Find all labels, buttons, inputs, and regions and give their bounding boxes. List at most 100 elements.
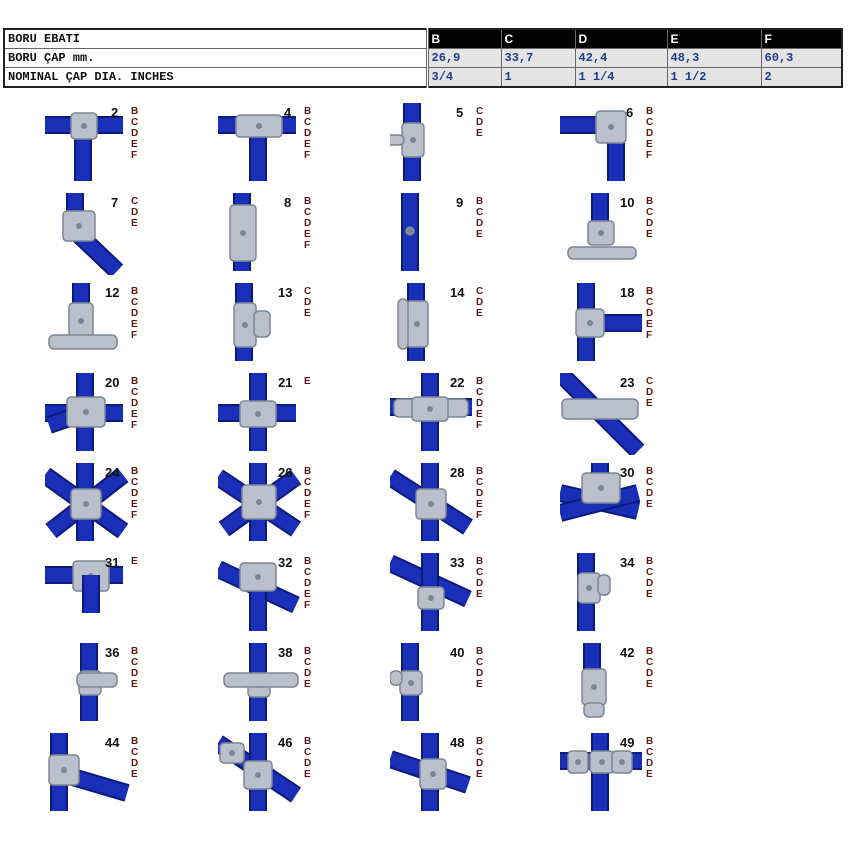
size-code: B <box>304 556 312 567</box>
diameter-mm-cell: 26,9 <box>426 48 502 68</box>
size-code: D <box>646 387 654 398</box>
size-code: E <box>476 589 483 600</box>
round-base-flange-icon <box>567 193 637 260</box>
size-code: F <box>131 330 138 341</box>
hinge-icon <box>581 643 607 718</box>
size-code: D <box>476 668 484 679</box>
size-code: B <box>131 646 139 657</box>
available-sizes: E <box>304 376 316 387</box>
four-way-cross-icon <box>218 463 302 541</box>
size-code: D <box>476 758 484 769</box>
swivel-tee-icon <box>218 733 301 811</box>
fitting-number: 31 <box>105 555 120 570</box>
available-sizes: E <box>131 556 143 567</box>
size-code: C <box>476 657 484 668</box>
size-code: F <box>304 240 311 251</box>
swivel-elbow-icon <box>48 733 130 811</box>
size-code: C <box>131 117 139 128</box>
side-bracket-icon <box>397 283 429 361</box>
two-socket-cross-icon <box>575 283 642 361</box>
size-code: C <box>646 297 654 308</box>
size-code: C <box>131 297 139 308</box>
size-code: D <box>131 207 139 218</box>
fitting-item: 31 E <box>45 553 215 641</box>
size-code: C <box>646 207 654 218</box>
size-code: B <box>646 646 654 657</box>
size-code: E <box>646 679 653 690</box>
base-flange-icon <box>48 283 118 350</box>
size-code: F <box>476 420 483 431</box>
wall-bracket-icon <box>233 283 271 361</box>
clamp-tee-icon <box>45 560 123 613</box>
size-code: E <box>131 218 138 229</box>
size-code: C <box>304 657 312 668</box>
size-code: D <box>304 488 312 499</box>
fitting-number: 34 <box>620 555 635 570</box>
size-code: B <box>131 286 139 297</box>
size-code: C <box>304 117 312 128</box>
size-code: B <box>304 196 312 207</box>
nominal-inch-cell: 1 1/4 <box>574 67 668 88</box>
three-way-corner-icon <box>45 373 123 451</box>
fitting-number: 32 <box>278 555 293 570</box>
corner-cross-icon <box>560 463 641 522</box>
double-swivel-icon <box>560 733 642 811</box>
swivel-socket-icon <box>390 103 425 181</box>
fitting-number: 21 <box>278 375 293 390</box>
size-code: E <box>304 139 311 150</box>
size-code: C <box>476 477 484 488</box>
size-code: F <box>646 150 653 161</box>
size-code: B <box>476 196 484 207</box>
size-code: D <box>476 578 484 589</box>
size-code: C <box>304 567 312 578</box>
size-code: C <box>131 196 139 207</box>
size-code: B <box>304 646 312 657</box>
railing-tee-icon <box>390 553 472 631</box>
size-code: B <box>646 556 654 567</box>
size-code: D <box>131 668 139 679</box>
size-code: C <box>646 117 654 128</box>
size-code-cell: E <box>666 28 762 49</box>
nominal-inch-cell: 3/4 <box>426 67 502 88</box>
size-code: E <box>131 409 138 420</box>
fitting-number: 33 <box>450 555 465 570</box>
size-code: D <box>646 758 654 769</box>
size-code: F <box>304 510 311 521</box>
size-code: B <box>304 736 312 747</box>
size-code: B <box>646 466 654 477</box>
size-code: E <box>131 139 138 150</box>
size-code: D <box>646 668 654 679</box>
fitting-number: 13 <box>278 285 293 300</box>
size-code: B <box>131 466 139 477</box>
fitting-number: 2 <box>111 105 119 120</box>
size-code: D <box>646 128 654 139</box>
size-code: C <box>476 567 484 578</box>
size-code-cell: D <box>574 28 668 49</box>
crossover-icon <box>218 373 296 451</box>
pipe-size-table: BORU EBATI B C D E F BORU ÇAP mm. 26,9 3… <box>3 28 843 88</box>
size-code: B <box>131 106 139 117</box>
fitting-number: 6 <box>626 105 634 120</box>
size-code: E <box>646 229 653 240</box>
size-code: C <box>131 477 139 488</box>
